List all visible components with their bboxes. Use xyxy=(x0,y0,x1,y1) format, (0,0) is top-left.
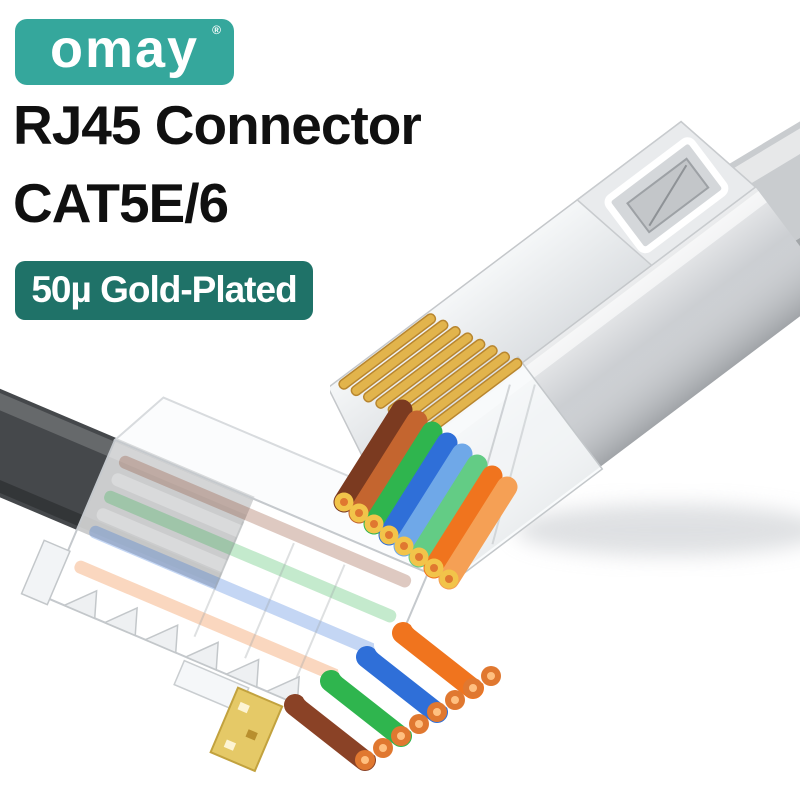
wire xyxy=(408,454,488,568)
wire xyxy=(284,694,376,771)
feature-badge: 50µ Gold-Plated xyxy=(15,261,313,320)
connector-shadow xyxy=(515,504,800,556)
shielded-connector-wire-tips xyxy=(334,492,459,589)
clear-connector-body xyxy=(20,396,479,773)
wire xyxy=(333,399,413,513)
wire xyxy=(393,443,473,557)
gold-pin xyxy=(338,313,437,390)
shielded-connector-wires xyxy=(333,399,518,590)
wire xyxy=(320,670,412,747)
product-title-line1: RJ45 Connector xyxy=(13,94,422,156)
brand-logo-badge: omay ® xyxy=(15,19,234,85)
registered-mark: ® xyxy=(212,23,221,37)
transparent-connector-image xyxy=(0,380,502,773)
wire xyxy=(378,432,458,546)
gold-pin xyxy=(350,319,449,397)
shielded-connector-image xyxy=(330,110,800,590)
product-title-line2: CAT5E/6 xyxy=(13,172,229,234)
feature-badge-label: 50µ Gold-Plated xyxy=(31,269,297,310)
wire xyxy=(410,610,502,687)
gold-pin xyxy=(375,332,474,409)
wire xyxy=(363,421,443,535)
mold-lines xyxy=(193,521,346,681)
gold-contact xyxy=(209,686,284,773)
brand-logo-text: omay xyxy=(49,19,200,79)
wire xyxy=(338,658,430,735)
gold-pins xyxy=(338,313,523,435)
wire xyxy=(302,682,394,759)
clear-connector-wires xyxy=(284,610,502,771)
clear-connector-wire-tips xyxy=(355,666,501,770)
wire xyxy=(348,410,428,524)
strain-relief-teeth xyxy=(62,589,341,723)
wire xyxy=(392,622,484,699)
wire xyxy=(423,465,503,579)
wire xyxy=(438,476,518,590)
latch-tab xyxy=(20,539,71,606)
wire xyxy=(374,634,466,711)
wire xyxy=(356,646,448,723)
gold-pin xyxy=(362,325,461,403)
